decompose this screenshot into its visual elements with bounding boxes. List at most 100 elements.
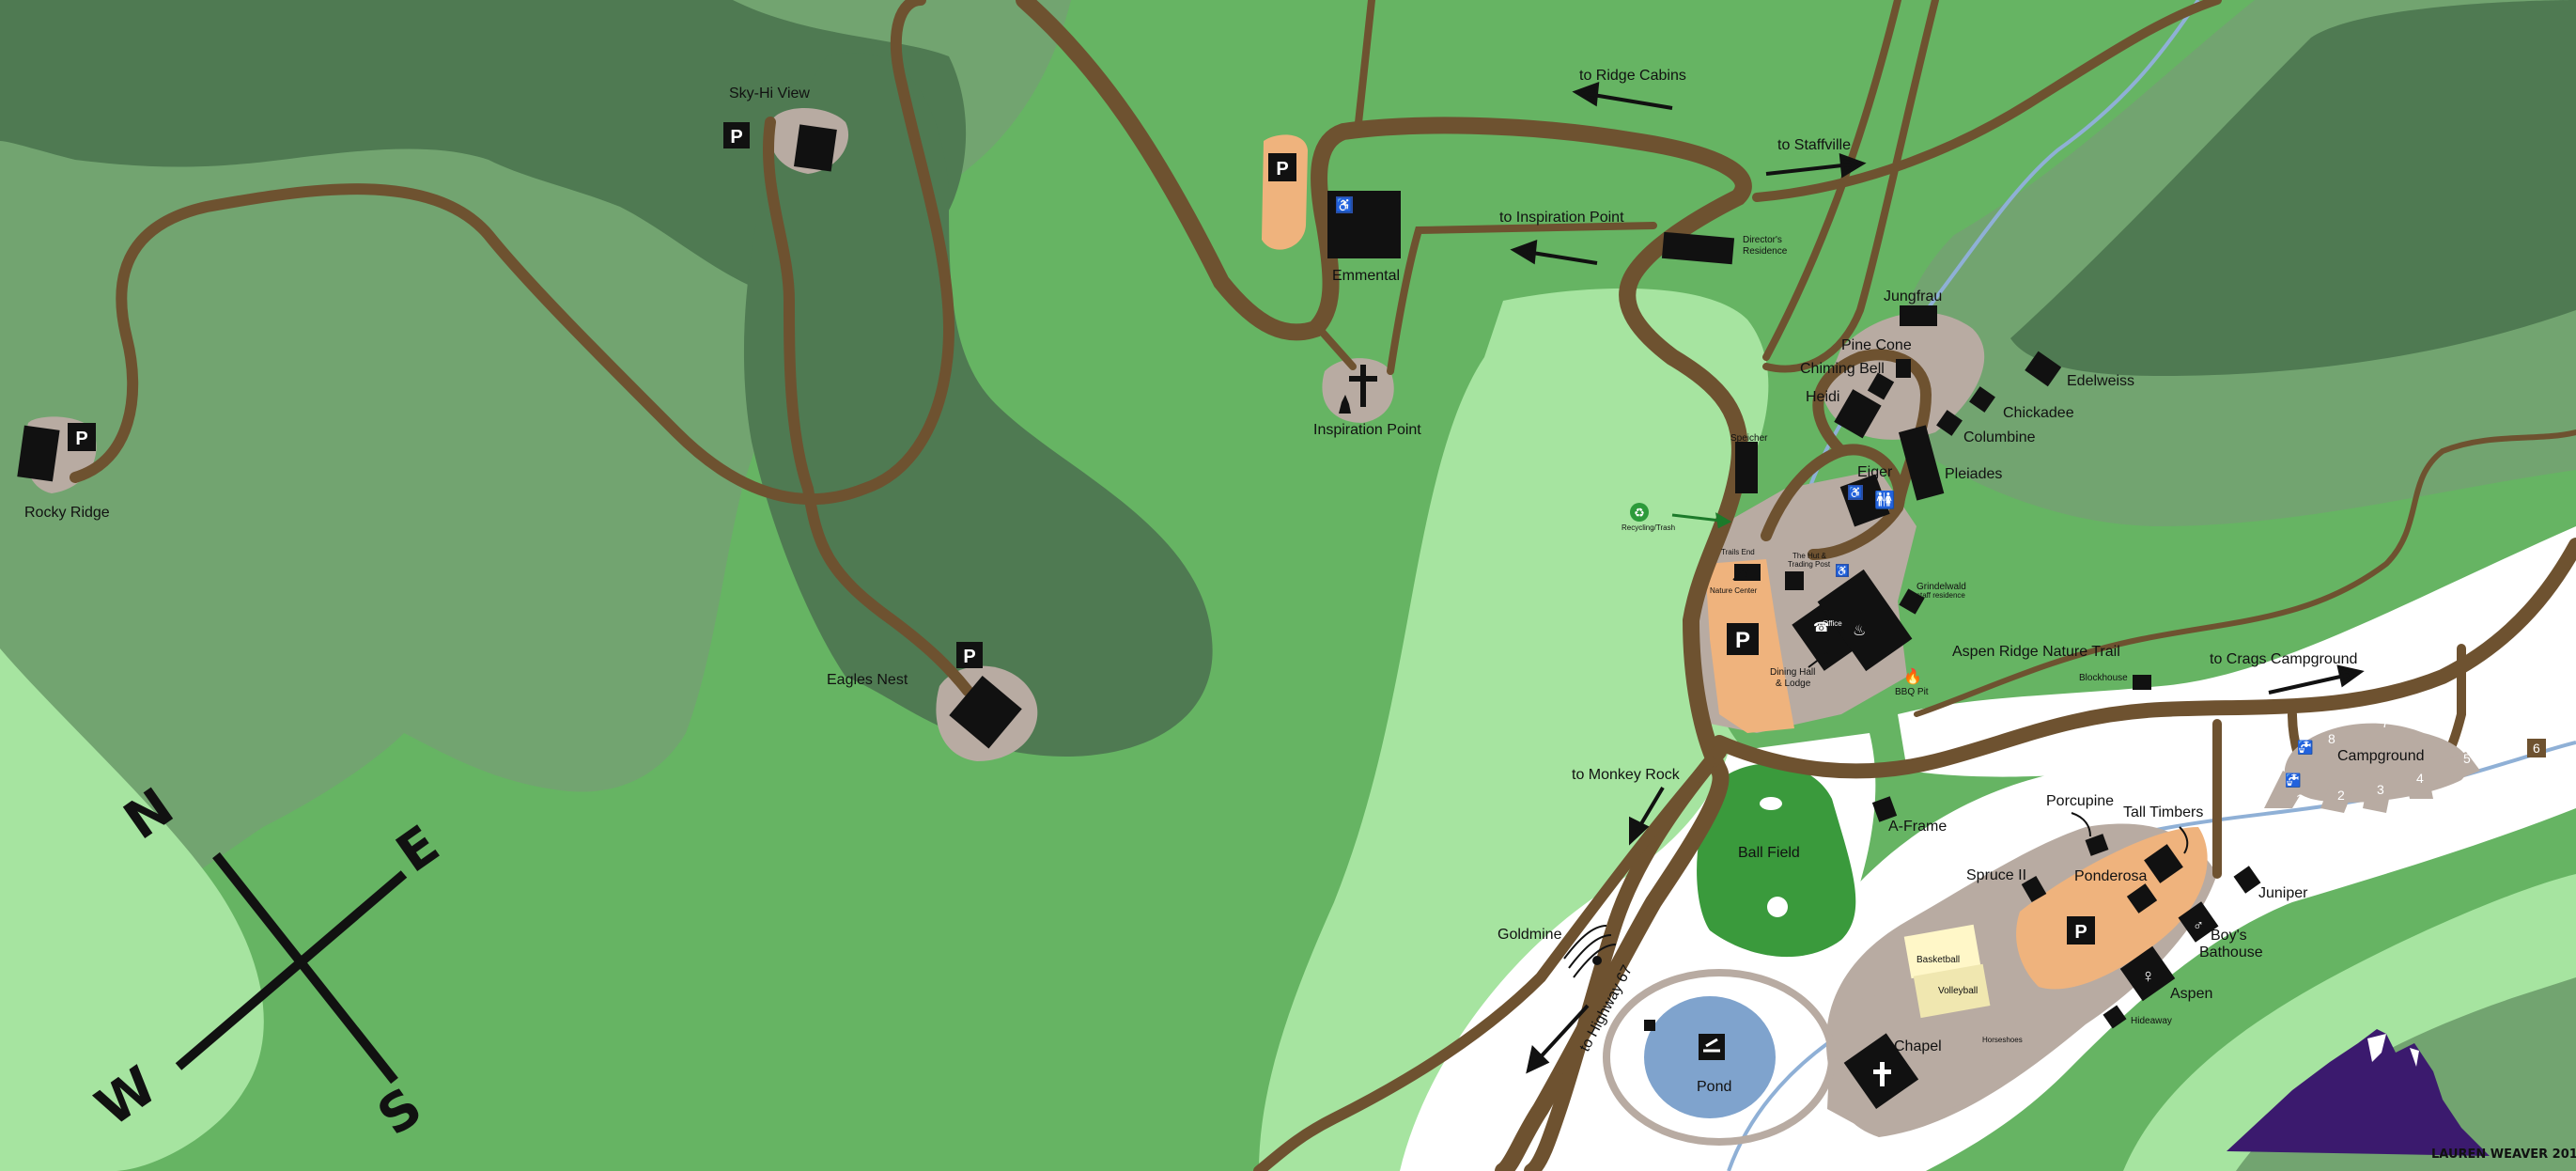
label-ponderosa: Ponderosa <box>2074 868 2147 884</box>
svg-text:P: P <box>730 127 742 148</box>
chiming-bell-building <box>1867 372 1895 400</box>
label-aspen-ridge-trail: Aspen Ridge Nature Trail <box>1952 644 2120 660</box>
edelweiss-building <box>2025 351 2062 387</box>
ponderosa-building <box>2126 883 2158 913</box>
label-horseshoes: Horseshoes <box>1982 1036 2023 1044</box>
svg-text:♿: ♿ <box>1836 565 1849 577</box>
parking-south: P <box>2067 916 2095 945</box>
compass-ns-line <box>212 851 398 1085</box>
parking-badges: P P P P P P <box>68 122 2095 945</box>
restroom-icon: 🚻 <box>1874 490 1895 509</box>
arrow-monkey-rock-icon <box>1629 786 1665 846</box>
accessibility-icon-eiger: ♿ <box>1848 485 1863 500</box>
label-dining-2: & Lodge <box>1776 679 1811 689</box>
dining-hall-building <box>1817 569 1913 672</box>
label-grindelwald-sub: staff residence <box>1916 591 1965 600</box>
label-emmental: Emmental <box>1332 268 1400 284</box>
heidi-building <box>1834 389 1882 439</box>
pond-track <box>1603 969 1836 1146</box>
light-grass-left <box>0 648 264 1171</box>
svg-text:♿: ♿ <box>1336 197 1352 213</box>
label-trails-end: Trails End <box>1721 548 1755 556</box>
accessibility-icon: ♿ <box>1336 196 1353 213</box>
trail-jungfrau <box>1762 0 1901 361</box>
label-sky-hi-view: Sky-Hi View <box>729 86 810 101</box>
label-hideaway: Hideaway <box>2131 1016 2172 1026</box>
bathouse-building <box>2178 901 2219 943</box>
baseball-icon <box>1760 797 1788 917</box>
label-rocky-ridge: Rocky Ridge <box>24 505 110 521</box>
jungfrau-building <box>1900 305 1937 326</box>
rocky-ridge-building <box>17 425 60 482</box>
grindelwald-building <box>1899 588 1925 615</box>
campsite-1: 1 <box>2296 791 2304 806</box>
svg-text:P: P <box>2074 922 2087 943</box>
arrow-staffville-icon <box>1765 153 1867 179</box>
label-spruce-ii: Spruce II <box>1966 867 2026 883</box>
hut-building <box>1785 571 1804 590</box>
label-goldmine: Goldmine <box>1497 927 1562 943</box>
mountain-snow <box>2367 1034 2419 1067</box>
recycling-arrow-icon <box>1671 512 1732 529</box>
arrow-ridge-cabins-icon <box>1572 82 1673 110</box>
direction-arrows <box>1510 82 2365 1074</box>
label-to-ridge-cabins: to Ridge Cabins <box>1579 68 1686 84</box>
parking-main: P <box>1727 623 1759 655</box>
porcupine-building <box>2085 834 2109 856</box>
campground-fingers <box>2264 752 2480 813</box>
campsite-6: 6 <box>2533 741 2540 756</box>
trail-sky-hi <box>762 117 973 696</box>
spruce-ii-building <box>2021 875 2047 903</box>
men-restroom-icon: ♂ <box>2193 918 2204 934</box>
pine-cone-building <box>1896 359 1911 378</box>
aspen-building <box>2119 945 2176 1002</box>
water-faucet-icon-2: 🚰 <box>2285 773 2301 788</box>
dining-arrow-icon <box>1808 652 1828 668</box>
goldmine-structure <box>1644 1020 1655 1031</box>
campsite-5: 5 <box>2463 751 2471 766</box>
trails-end-building <box>1734 564 1761 581</box>
trail-ridge-cabins <box>1354 0 1375 135</box>
dark-forest-center <box>743 53 1213 757</box>
label-columbine: Columbine <box>1963 429 2036 445</box>
pleiades-building <box>1898 425 1945 501</box>
parking-sky-hi: P <box>723 122 750 148</box>
label-aspen: Aspen <box>2170 986 2212 1002</box>
porcupine-arrow-icon <box>2071 812 2091 837</box>
juniper-building <box>2233 866 2261 894</box>
svg-text:P: P <box>963 647 975 667</box>
label-blockhouse: Blockhouse <box>2079 673 2128 683</box>
label-basketball: Basketball <box>1916 955 1960 965</box>
label-ball-field: Ball Field <box>1738 845 1800 861</box>
label-boys-bathouse-1: Boy's <box>2211 928 2247 944</box>
arrow-inspiration-icon <box>1510 240 1598 265</box>
recycling-icon: ♻ <box>1630 503 1649 522</box>
signature-logo: LAUREN WEAVER 2013 <box>2227 1029 2576 1162</box>
swimming-icon <box>1699 1034 1725 1060</box>
parking-eagles-nest: P <box>956 642 983 668</box>
columbine-building <box>1936 410 1963 436</box>
creek-north <box>1802 0 2200 508</box>
label-pond: Pond <box>1697 1079 1731 1095</box>
label-pine-cone: Pine Cone <box>1841 337 1912 353</box>
label-to-crags-campground: to Crags Campground <box>2210 651 2357 667</box>
cross-icon <box>1349 365 1377 407</box>
svg-text:♻: ♻ <box>1634 506 1645 520</box>
inspiration-point-pad <box>1322 358 1394 423</box>
hideaway-building <box>2103 1005 2127 1029</box>
speicher-building <box>1735 442 1758 493</box>
accessibility-icon-lodge: ♿ <box>1836 564 1849 577</box>
label-eagles-nest: Eagles Nest <box>827 672 908 688</box>
label-to-inspiration-point: to Inspiration Point <box>1499 210 1624 226</box>
ball-field <box>1697 763 1856 958</box>
label-to-monkey-rock: to Monkey Rock <box>1572 767 1681 783</box>
trail-rocky-ridge <box>70 0 955 506</box>
svg-text:P: P <box>1735 628 1750 653</box>
chickadee-building <box>1969 386 1995 413</box>
label-chapel: Chapel <box>1894 1038 1942 1054</box>
tall-timbers-building <box>2144 844 2183 883</box>
label-porcupine: Porcupine <box>2046 793 2114 809</box>
trail-inspiration <box>1311 222 1657 375</box>
parking-upper <box>1262 134 1308 250</box>
label-grindelwald: Grindelwald <box>1916 582 1966 592</box>
